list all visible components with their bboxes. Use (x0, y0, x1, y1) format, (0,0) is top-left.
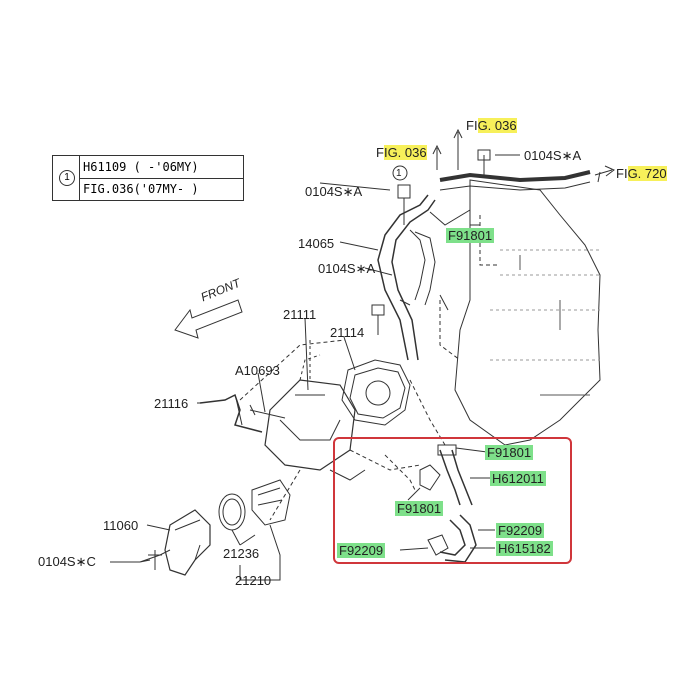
part-21210-label: 21210 (235, 573, 272, 588)
part-21114-label: 21114 (330, 325, 365, 340)
front-arrow-icon (174, 299, 243, 339)
circle-marker-label: 1 (396, 168, 402, 179)
pipe-21116 (199, 393, 263, 433)
part-F92209-b-label[interactable]: F92209 (337, 543, 386, 558)
bolt-0104SA-left-label: 0104S∗A (305, 184, 363, 199)
thermostat-cover-11060 (164, 509, 211, 576)
ref-circle-marker (392, 165, 408, 181)
highlight-callout-box (333, 437, 572, 564)
fig720-label[interactable]: FIG. 720 (616, 166, 667, 181)
gasket-21114 (341, 359, 411, 426)
bolt-0104SA-mid-label: 0104S∗A (318, 261, 376, 276)
part-F91801-a-label[interactable]: F91801 (485, 445, 534, 460)
part-F91801-b-label[interactable]: F91801 (395, 501, 444, 516)
part-21116-label: 21116 (154, 396, 189, 411)
bolt-0104SA-top-label: 0104S∗A (524, 148, 582, 163)
part-H612011-label[interactable]: H612011 (490, 471, 546, 486)
thermostat-21210 (251, 479, 291, 526)
ref-table-row2: FIG.036('07MY- ) (83, 182, 199, 196)
part-F91801-top-label[interactable]: F91801 (446, 228, 495, 243)
fig036-top-label[interactable]: FIG. 036 (466, 118, 517, 133)
ref-table-row1: H61109 ( -'06MY) (83, 160, 199, 174)
reference-table: 1 H61109 ( -'06MY) FIG.036('07MY- ) (52, 155, 244, 201)
part-14065-label: 14065 (298, 236, 335, 251)
part-21111-label: 21111 (283, 307, 317, 322)
part-21236-label: 21236 (223, 546, 260, 561)
part-F92209-a-label[interactable]: F92209 (496, 523, 545, 538)
hose-H615182 (439, 519, 466, 556)
hose-14065 (377, 194, 429, 361)
upper-coolant-pipe (439, 170, 591, 183)
part-11060-label: 11060 (103, 518, 139, 533)
engine-block-outline (454, 179, 601, 446)
bolt-0104SC-label: 0104S∗C (38, 554, 96, 569)
part-A10693-label: A10693 (235, 363, 280, 378)
hose-H612011 (439, 449, 461, 506)
part-H615182-label[interactable]: H615182 (496, 541, 553, 556)
fig036-left-label[interactable]: FIG. 036 (376, 145, 427, 160)
ref-table-marker: 1 (59, 170, 75, 186)
